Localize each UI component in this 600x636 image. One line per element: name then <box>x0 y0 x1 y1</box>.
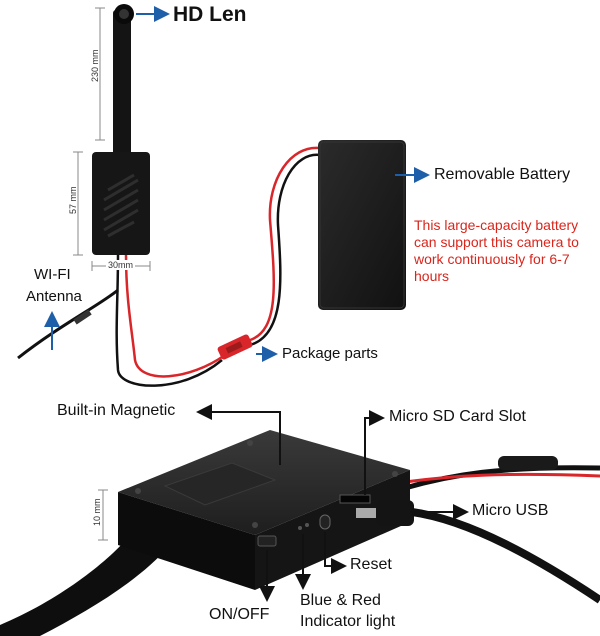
board-width-dim-label: 30mm <box>106 260 136 270</box>
wifi-antenna <box>17 288 119 360</box>
lens-length-dim-label: 230 mm <box>90 49 100 82</box>
battery-black-wire <box>249 153 321 347</box>
ribbon-cable <box>0 535 170 636</box>
sd-slot <box>339 494 371 504</box>
magnetic-arrow <box>196 404 281 465</box>
indicator-label-line1: Blue & Red <box>300 592 381 609</box>
usb-cable <box>356 500 600 604</box>
box-thickness-dimension <box>98 489 108 541</box>
main-box <box>118 430 410 590</box>
wifi-label-line2: Antenna <box>26 288 82 305</box>
board-height-dim-label: 57 mm <box>68 186 78 214</box>
removable-battery-label: Removable Battery <box>434 166 571 183</box>
box-thickness-dim-label: 10 mm <box>92 498 102 526</box>
board-height-dimension <box>73 151 83 256</box>
lens-flex-cable <box>113 4 134 155</box>
lens-length-dimension <box>95 7 105 141</box>
cable-sleeve <box>498 456 558 470</box>
package-parts-label: Package parts <box>282 345 378 362</box>
battery-red-wire <box>249 146 321 342</box>
connector <box>217 334 253 360</box>
sd-slot-arrow <box>364 410 385 495</box>
wifi-label-line1: WI-FI <box>34 266 71 283</box>
on-off-switch <box>257 535 277 547</box>
indicator-led <box>298 526 302 530</box>
right-black-cable <box>404 465 600 491</box>
micro-sd-card-slot-label: Micro SD Card Slot <box>389 408 526 425</box>
battery-note: This large-capacity battery can support … <box>414 217 579 284</box>
reset-arrow <box>324 532 347 574</box>
hd-len-label: HD Len <box>173 3 247 26</box>
micro-usb-label: Micro USB <box>472 502 549 519</box>
reset-button <box>319 514 331 530</box>
built-in-magnetic-label: Built-in Magnetic <box>57 402 176 419</box>
removable-battery <box>318 140 406 310</box>
camera-board <box>92 152 150 255</box>
indicator-label-line2: Indicator light <box>300 613 396 630</box>
red-wire <box>124 254 226 378</box>
black-wire <box>115 254 223 387</box>
on-off-label: ON/OFF <box>209 606 270 623</box>
reset-label: Reset <box>350 556 392 573</box>
right-red-cable <box>404 472 600 484</box>
